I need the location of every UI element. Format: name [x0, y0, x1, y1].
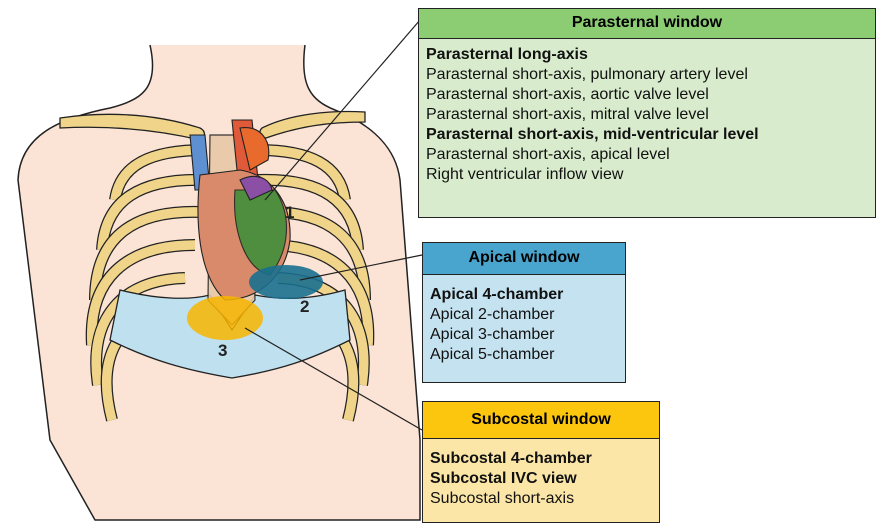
list-item: Parasternal short-axis, aortic valve lev… [426, 85, 875, 105]
list-item: Subcostal IVC view [430, 469, 659, 489]
parasternal-window-box: Parasternal window Parasternal long-axis… [418, 8, 876, 218]
list-item: Parasternal short-axis, mid-ventricular … [426, 125, 875, 145]
subcostal-window-box: Subcostal window Subcostal 4-chamber Sub… [422, 401, 660, 523]
marker-number-apical: 2 [300, 297, 309, 316]
marker-number-parasternal: 1 [285, 203, 294, 222]
list-item: Parasternal short-axis, pulmonary artery… [426, 65, 875, 85]
apical-view-list: Apical 4-chamber Apical 2-chamber Apical… [423, 275, 625, 365]
parasternal-view-list: Parasternal long-axis Parasternal short-… [419, 39, 875, 185]
apical-window-marker [249, 265, 323, 299]
list-item: Subcostal short-axis [430, 489, 659, 509]
list-item: Parasternal short-axis, apical level [426, 145, 875, 165]
list-item: Subcostal 4-chamber [430, 449, 659, 469]
list-item: Parasternal short-axis, mitral valve lev… [426, 105, 875, 125]
apical-window-title: Apical window [423, 243, 625, 275]
subcostal-view-list: Subcostal 4-chamber Subcostal IVC view S… [423, 439, 659, 509]
list-item: Apical 4-chamber [430, 285, 625, 305]
list-item: Right ventricular inflow view [426, 165, 875, 185]
marker-number-subcostal: 3 [218, 341, 227, 360]
list-item: Apical 5-chamber [430, 345, 625, 365]
list-item: Parasternal long-axis [426, 45, 875, 65]
list-item: Apical 2-chamber [430, 305, 625, 325]
subcostal-window-marker [187, 296, 263, 340]
apical-window-box: Apical window Apical 4-chamber Apical 2-… [422, 242, 626, 383]
list-item: Apical 3-chamber [430, 325, 625, 345]
parasternal-window-title: Parasternal window [419, 9, 875, 39]
subcostal-window-title: Subcostal window [423, 402, 659, 439]
